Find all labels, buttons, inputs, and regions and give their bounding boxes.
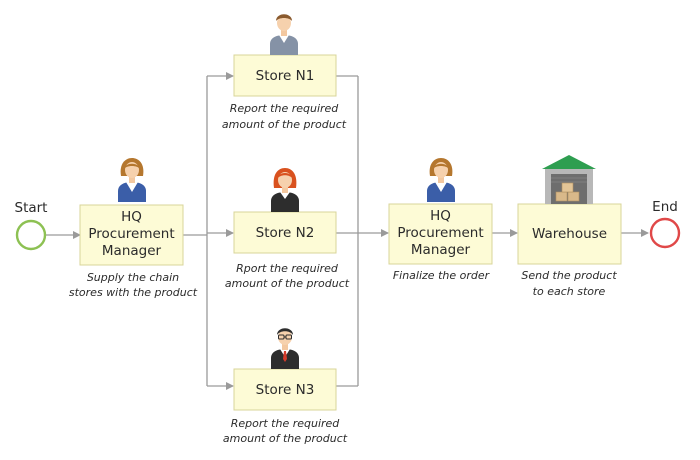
female-redhead-icon	[271, 168, 299, 212]
task-caption: Report the required	[230, 102, 340, 115]
start-circle	[15, 219, 47, 251]
task-label-line: Procurement	[397, 225, 483, 241]
task-label-line: HQ	[121, 209, 142, 225]
task-label-line: Store N2	[256, 225, 315, 241]
start-label: Start	[15, 200, 48, 216]
task-caption: amount of the product	[225, 277, 350, 290]
task-box	[517, 203, 622, 265]
task-caption: Rport the required	[236, 262, 339, 275]
task-caption: amount of the product	[222, 118, 347, 131]
task-label-line: Procurement	[88, 226, 174, 242]
task-label-line: Manager	[102, 243, 162, 259]
task-caption: Send the product	[521, 269, 617, 282]
female-manager-icon	[118, 158, 146, 202]
task-caption: Finalize the order	[393, 269, 491, 282]
warehouse-icon	[542, 155, 596, 204]
task-hq-supply[interactable]: HQ Procurement Manager	[79, 204, 184, 266]
end-label: End	[652, 199, 678, 215]
task-caption: to each store	[533, 285, 606, 298]
task-box	[79, 204, 184, 266]
task-box	[388, 203, 493, 265]
task-caption: amount of the product	[223, 432, 348, 445]
task-label-line: HQ	[430, 208, 451, 224]
female-manager-icon	[427, 158, 455, 202]
task-warehouse[interactable]: Warehouse	[517, 203, 622, 265]
male-glasses-icon	[271, 328, 299, 369]
task-label-line: Store N1	[256, 68, 315, 84]
task-label-line: Warehouse	[532, 226, 607, 242]
task-store-n1[interactable]: Store N1	[233, 54, 337, 97]
task-caption: Supply the chain	[87, 271, 179, 284]
end-circle	[649, 217, 681, 249]
task-store-n3[interactable]: Store N3	[233, 368, 337, 411]
end-event: End	[649, 199, 681, 249]
task-label-line: Manager	[411, 242, 471, 258]
task-caption: Report the required	[231, 417, 341, 430]
male-employee-icon	[270, 14, 298, 55]
task-hq-finalize[interactable]: HQ Procurement Manager	[388, 203, 493, 265]
task-label-line: Store N3	[256, 382, 315, 398]
connectors	[46, 72, 649, 390]
task-store-n2[interactable]: Store N2	[233, 211, 337, 254]
task-caption: stores with the product	[69, 286, 198, 299]
start-event: Start	[15, 200, 48, 251]
